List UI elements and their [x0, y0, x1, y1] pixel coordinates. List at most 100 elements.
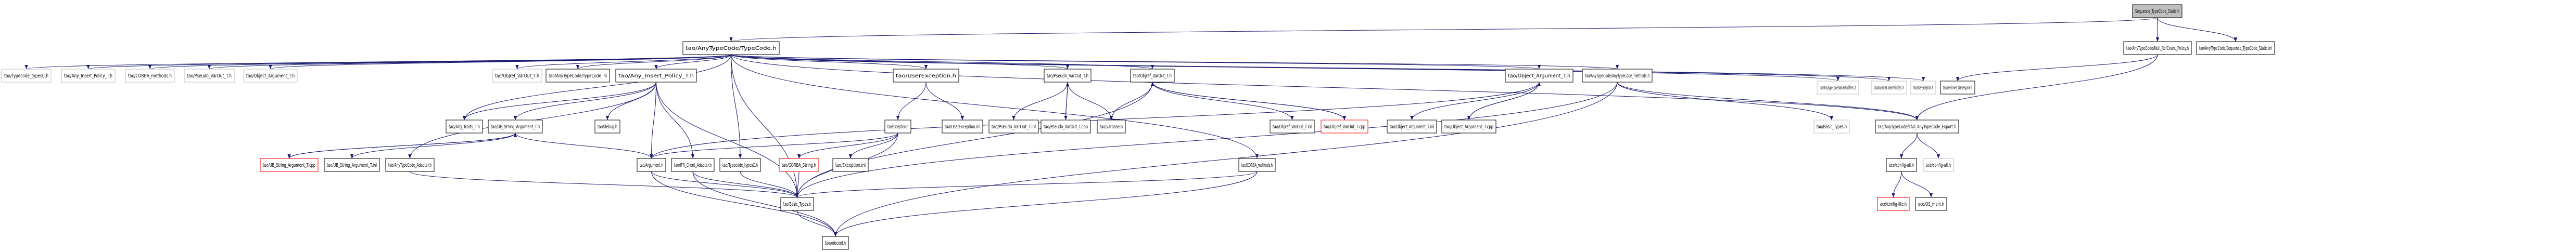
node-label: tao/AnyTypeCode_Adapter.h	[388, 163, 432, 168]
graph-node-seq-inl[interactable]: tao/AnyTypeCode/Sequence_TypeCode_Static…	[2196, 41, 2275, 55]
graph-node-ub-string-arg[interactable]: tao/UB_String_Argument_T.h	[488, 120, 543, 134]
edge-root-to-tc-h	[730, 17, 2158, 42]
graph-node-exception-h[interactable]: tao/Exception.h	[884, 120, 911, 134]
edge-tc-h-to-basic-types	[731, 54, 799, 198]
node-box	[2132, 4, 2182, 18]
graph-node-typecode-typesC[interactable]: tao/Typecode_typesC.h	[719, 158, 761, 172]
graph-node-debug[interactable]: tao/debug.h	[594, 120, 620, 134]
node-box	[779, 158, 819, 172]
graph-node-arg-traits[interactable]: tao/Arg_Traits_T.h	[446, 120, 483, 134]
graph-node-argument-h[interactable]: tao/Argument.h	[637, 158, 666, 172]
graph-node-objref-varout[interactable]: tao/Objref_VarOut_T.h	[1130, 69, 1175, 83]
node-box	[1910, 81, 1936, 95]
edge-exception-h-to-exception-inl	[848, 132, 898, 159]
node-box	[780, 197, 814, 211]
node-label: tao/Typecode_typesC.h	[722, 163, 758, 168]
node-label: ace/config-all.h	[1926, 163, 1951, 168]
graph-node-orbconf[interactable]: tao/orbconf.h	[822, 236, 849, 250]
graph-node-ext-typecode-typesC[interactable]: tao/Typecode_typesC.h	[1, 69, 52, 83]
edge-argument-h-to-orbconf	[651, 171, 837, 237]
node-label: ace/config-lite.h	[1880, 202, 1907, 207]
graph-node-pseudo-cpp[interactable]: tao/Pseudo_VarOut_T.cpp	[1040, 120, 1091, 134]
graph-node-atc-methods[interactable]: tao/AnyTypeCode/AnyTypeCode_methods.h	[1582, 69, 1653, 83]
node-label: tao/debug.h	[598, 124, 617, 130]
node-box	[1130, 69, 1175, 83]
graph-node-varbase[interactable]: tao/varbase.h	[1097, 120, 1126, 134]
graph-node-nullref[interactable]: tao/AnyTypeCode/Null_RefCount_Policy.h	[2123, 41, 2192, 55]
node-label: tao/Objref_VarOut_T.cpp	[1324, 124, 1365, 130]
graph-node-ace-config-all[interactable]: ace/config-all.h	[1886, 158, 1917, 172]
graph-node-any-insert[interactable]: tao/Any_Insert_Policy_T.h	[615, 69, 697, 83]
node-box	[1915, 197, 1947, 211]
graph-node-ub-string-inl[interactable]: tao/UB_String_Argument_T.inl	[324, 158, 380, 172]
node-box	[1044, 69, 1092, 83]
graph-node-ace-config-lite[interactable]: ace/config-lite.h	[1877, 197, 1910, 211]
graph-node-object-arg[interactable]: tao/Object_Argument_T.h	[1505, 69, 1573, 83]
node-box	[1097, 120, 1126, 134]
graph-node-ub-string-cpp[interactable]: tao/UB_String_Argument_T.cpp	[260, 158, 319, 172]
graph-node-ext-object-arg[interactable]: tao/Object_Argument_T.h	[243, 69, 298, 83]
node-label: tao/Object_Argument_T.cpp	[1444, 124, 1493, 130]
graph-node-atc-adapter[interactable]: tao/AnyTypeCode_Adapter.h	[385, 158, 435, 172]
node-box	[1582, 69, 1653, 83]
graph-node-pseudo-varout[interactable]: tao/Pseudo_VarOut_T.h	[1044, 69, 1092, 83]
node-box	[615, 69, 697, 83]
graph-node-tc-h[interactable]: tao/AnyTypeCode/TypeCode.h	[682, 41, 780, 55]
edge-tc-h-to-corba-methods	[731, 54, 1259, 159]
edge-ace-config-all-to-ace-os-main	[1901, 171, 1933, 198]
node-box	[1886, 158, 1917, 172]
graph-node-pseudo-inl[interactable]: tao/Pseudo_VarOut_T.inl	[988, 120, 1039, 134]
graph-node-ext-pseudo-varout[interactable]: tao/Pseudo_VarOut_T.h	[184, 69, 235, 83]
node-box	[719, 158, 761, 172]
edge-nullref-to-versioned-ns	[1956, 54, 2158, 82]
edge-objref-varout-to-basic-types	[795, 82, 1153, 198]
graph-node-ext-ace-config-all[interactable]: ace/config-all.h	[1923, 158, 1954, 172]
graph-node-objref-cpp[interactable]: tao/Objref_VarOut_T.cpp	[1321, 120, 1368, 134]
node-box	[1387, 120, 1437, 134]
graph-node-corba-string[interactable]: tao/CORBA_String.h	[779, 158, 819, 172]
node-label: tao/Basic_Types.h	[1817, 124, 1847, 130]
graph-node-userexc-inl[interactable]: tao/UserException.inl	[942, 120, 983, 134]
node-label: tao/AnyTypeCode/Null_RefCount_Policy.h	[2126, 46, 2189, 51]
edge-any-insert-to-arg-traits	[462, 82, 656, 121]
graph-node-root[interactable]: Sequence_TypeCode_Static.h	[2132, 4, 2182, 18]
edge-object-arg-to-argument-h	[650, 82, 1540, 159]
node-box	[682, 41, 780, 55]
graph-node-ext-userexc[interactable]: tao/UserException.h	[1910, 81, 1936, 95]
graph-node-ifr-client[interactable]: tao/IFR_Client_Adapter.h	[671, 158, 715, 172]
graph-node-tao-export[interactable]: tao/AnyTypeCode/TAO_AnyTypeCode_Export.h	[1875, 120, 1959, 134]
graph-node-ext-basic-types[interactable]: tao/Basic_Types.h	[1813, 120, 1850, 134]
node-label: tao/UB_String_Argument_T.cpp	[263, 163, 315, 168]
graph-node-basic-types[interactable]: tao/Basic_Types.h	[780, 197, 814, 211]
graph-node-objref-inl[interactable]: tao/Objref_VarOut_T.inl	[1270, 120, 1315, 134]
graph-node-corba-methods[interactable]: tao/CORBA_methods.h	[1238, 158, 1276, 172]
node-box	[1270, 120, 1315, 134]
edge-ace-config-all-to-ace-config-lite	[1892, 171, 1902, 198]
edge-any-insert-to-basic-types	[656, 82, 799, 198]
node-label: ace/config-all.h	[1889, 163, 1914, 168]
edge-tc-h-to-atc-methods	[731, 54, 1619, 70]
graph-node-object-arg-inl[interactable]: tao/Object_Argument_T.inl	[1387, 120, 1437, 134]
graph-node-ext-valuemod[interactable]: tao/AnyTypeCode/ValueModifierC.h	[1817, 81, 1859, 95]
graph-node-object-arg-cpp[interactable]: tao/Object_Argument_T.cpp	[1441, 120, 1496, 134]
node-label: tao/Objref_VarOut_T.inl	[1273, 124, 1312, 130]
graph-node-exception-inl[interactable]: tao/Exception.inl	[832, 158, 869, 172]
node-box	[1, 69, 52, 83]
node-box	[545, 69, 610, 83]
graph-node-ext-corba-methods[interactable]: tao/CORBA_methods.h	[125, 69, 175, 83]
graph-node-ext-visibility[interactable]: tao/AnyTypeCode/VisibilityC.h	[1871, 81, 1907, 95]
edge-tao-export-to-ace-config-all	[1899, 132, 1918, 159]
graph-node-ext-objref-varout[interactable]: tao/Objref_VarOut_T.h	[492, 69, 542, 83]
graph-node-versioned-ns[interactable]: tao/Versioned_Namespace.h	[1940, 81, 1975, 95]
graph-node-tc-inl[interactable]: tao/AnyTypeCode/TypeCode.inl	[545, 69, 610, 83]
graph-node-userexc[interactable]: tao/UserException.h	[893, 69, 959, 83]
edge-atc-methods-to-tao-export	[1617, 82, 1919, 121]
graph-node-ext-any-insert[interactable]: tao/Any_Insert_Policy_T.h	[61, 69, 116, 83]
edge-tc-h-to-ext-any-insert	[87, 54, 731, 70]
edges-layer	[25, 17, 2238, 237]
graph-node-ace-os-main[interactable]: ace/OS_main.h	[1915, 197, 1947, 211]
node-label: Sequence_TypeCode_Static.h	[2135, 9, 2179, 15]
edge-objref-varout-to-objref-inl	[1152, 82, 1294, 121]
node-label: tao/Exception.h	[887, 124, 908, 130]
